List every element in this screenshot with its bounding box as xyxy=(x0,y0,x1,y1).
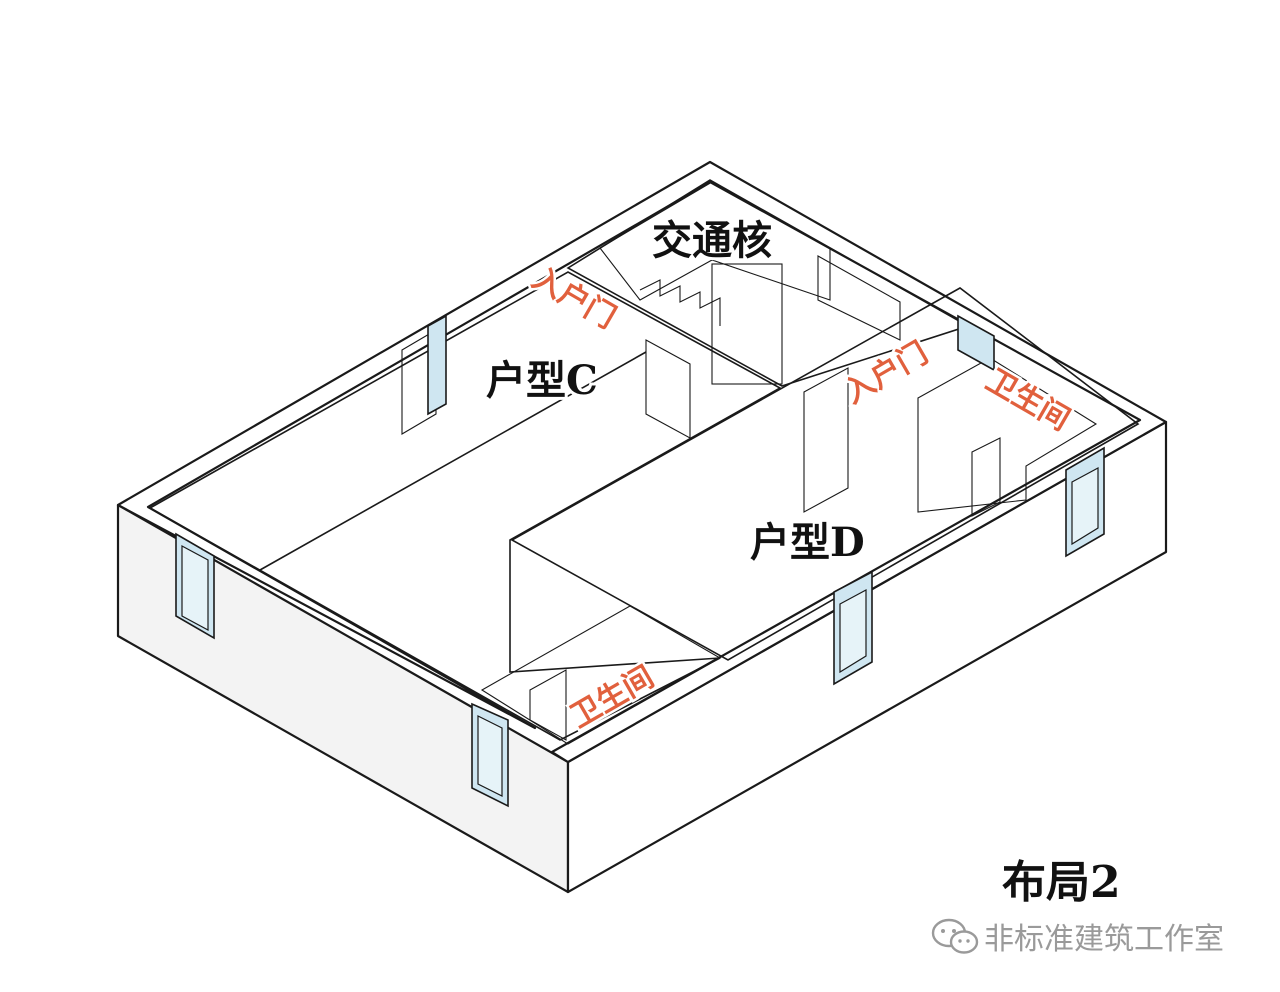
window-back-c xyxy=(427,314,447,416)
core-partition xyxy=(711,263,783,385)
bath-c-door-block xyxy=(529,669,567,741)
unit-c-floor-seam xyxy=(259,351,647,571)
layout-title: 布局2 xyxy=(1002,857,1121,908)
core-label: 交通核 xyxy=(652,217,772,264)
unit-d-floor xyxy=(510,287,1140,661)
entrance-d-label: 入户门 xyxy=(839,336,934,411)
unit-c-partition xyxy=(645,339,691,439)
wechat-icon xyxy=(931,918,979,954)
bath-c-walls xyxy=(480,605,722,745)
core-shaft xyxy=(817,255,901,341)
unit-c-back-wall-window xyxy=(401,329,437,435)
window-back-d xyxy=(957,314,995,372)
window-front-right xyxy=(833,570,873,686)
window-front-left xyxy=(471,702,509,808)
stairs xyxy=(639,279,721,326)
window-right xyxy=(1065,446,1105,558)
window-left-back xyxy=(175,532,215,640)
watermark-text: 非标准建筑工作室 xyxy=(984,922,1224,957)
unit-d-label: 户型D xyxy=(750,519,865,566)
unit-d-partition xyxy=(803,367,849,513)
unit-c-label: 户型C xyxy=(486,357,598,404)
bath-d-door xyxy=(971,437,1001,517)
core-inner-walls xyxy=(599,181,831,301)
unit-c-floor xyxy=(148,271,782,741)
watermark: 非标准建筑工作室 xyxy=(930,916,1224,957)
